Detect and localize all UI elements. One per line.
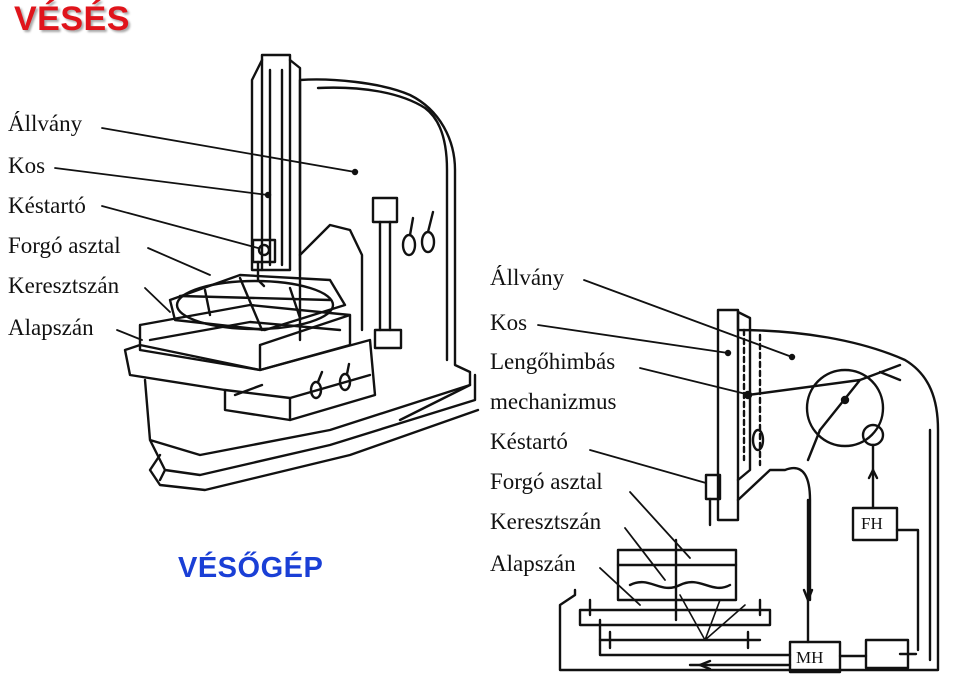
right-label-forgo-asztal: Forgó asztal: [490, 469, 603, 494]
left-label-keresztszan: Keresztszán: [8, 273, 120, 298]
left-rod-bottom: [375, 330, 401, 348]
left-label-alapszan: Alapszán: [8, 315, 94, 340]
left-leader-kestarto: [102, 206, 258, 248]
left-rod-top: [373, 198, 397, 222]
right-leader-alapszan: [600, 568, 640, 605]
fh-box: [853, 508, 897, 540]
right-label-mechanizmus: mechanizmus: [490, 389, 617, 414]
mh-box-label: MH: [796, 648, 824, 667]
left-label-forgo-asztal: Forgó asztal: [8, 233, 121, 258]
left-rotary-table: [170, 275, 345, 330]
right-leader-lengo: [640, 368, 750, 395]
right-frame-outline: [560, 312, 938, 670]
right-rocker-arm: [748, 365, 900, 430]
fh-box-label: FH: [861, 514, 883, 533]
right-frame-throat: [738, 468, 810, 600]
machine-caption: VÉSŐGÉP: [178, 552, 324, 584]
left-tool-holder-bolt: [259, 245, 269, 255]
left-tool-holder: [253, 240, 275, 262]
left-throat: [300, 225, 362, 330]
left-leader-kos: [55, 168, 268, 195]
right-label-lengohimbas: Lengőhimbás: [490, 349, 616, 374]
left-label-kestarto: Késtartó: [8, 193, 86, 218]
left-frame-inner: [318, 88, 447, 360]
left-rod: [380, 222, 390, 330]
left-ram-lines: [270, 70, 282, 265]
right-ram: [718, 310, 738, 520]
left-table-circle: [177, 281, 333, 329]
right-label-kos: Kos: [490, 310, 528, 335]
left-leader-forgo: [148, 248, 210, 275]
right-leader-kereszt: [625, 528, 665, 580]
right-ram-slot: [753, 430, 763, 450]
right-leadscrew: [600, 632, 760, 648]
right-label-allvany: Állvány: [490, 265, 565, 290]
right-feed-line: [600, 500, 808, 665]
left-machine-base: [145, 375, 475, 480]
right-leader-allvany: [584, 280, 792, 357]
left-slot-lever: [235, 385, 262, 395]
left-label-kos: Kos: [8, 153, 46, 178]
left-leader-allvany: [102, 128, 355, 172]
right-label-keresztszan: Keresztszán: [490, 509, 602, 534]
left-leader-kereszt: [145, 288, 170, 312]
left-leader-alapszan: [117, 330, 142, 340]
right-leader-kestarto: [590, 450, 706, 483]
right-fh-line: [808, 430, 918, 650]
left-ram-guide: [262, 55, 290, 270]
left-base-slide: [125, 340, 375, 420]
right-label-alapszan: Alapszán: [490, 551, 576, 576]
right-crank-wheel: [807, 370, 883, 446]
right-leader-forgo: [630, 492, 690, 558]
left-label-allvany: Állvány: [8, 111, 83, 136]
slide-title: VÉSÉS: [14, 0, 130, 38]
right-leader-kos: [538, 325, 728, 353]
right-base-slide: [580, 600, 770, 625]
right-label-kestarto: Késtartó: [490, 429, 568, 454]
right-tool-holder: [706, 475, 720, 499]
